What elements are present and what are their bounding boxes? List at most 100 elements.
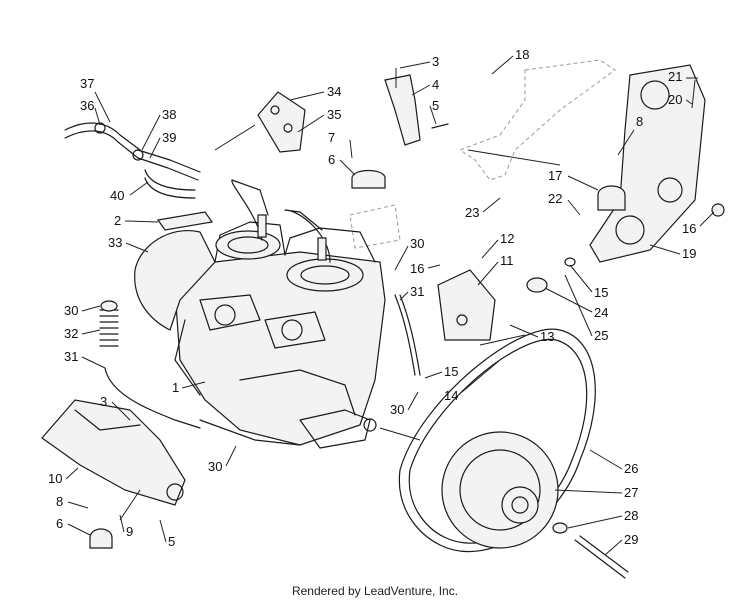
svg-text:32: 32 [64,326,78,341]
svg-text:17: 17 [548,168,562,183]
callout-30b: 30 [64,303,101,318]
svg-text:15: 15 [594,285,608,300]
svg-text:20: 20 [668,92,682,107]
svg-text:26: 26 [624,461,638,476]
callout-26: 26 [589,449,638,476]
callout-28: 28 [567,508,638,529]
callout-30c: 30 [208,445,237,474]
svg-text:15: 15 [444,364,458,379]
svg-text:14: 14 [444,388,458,403]
exhaust-spring [99,294,421,429]
recoil-cover [134,230,216,331]
footer-credit: Rendered by LeadVenture, Inc. [291,584,459,598]
callout-2: 2 [114,213,159,228]
callout-20: 20 [668,92,693,107]
callout-9: 9 [119,514,133,539]
callout-38: 38 [141,107,176,151]
svg-text:25: 25 [594,328,608,343]
callout-22: 22 [548,191,581,216]
svg-text:9: 9 [126,524,133,539]
fuel-hoses [64,122,201,199]
callout-35: 35 [297,107,341,133]
callout-5: 5 [429,98,439,125]
callout-1: 1 [172,380,206,395]
svg-text:4: 4 [432,77,439,92]
svg-text:7: 7 [328,130,335,145]
svg-text:28: 28 [624,508,638,523]
callout-16b: 16 [410,261,441,276]
callout-7: 7 [328,130,335,145]
svg-text:11: 11 [500,253,514,268]
callout-25: 25 [564,274,608,343]
callout-30d: 30 [390,391,419,417]
svg-text:30: 30 [64,303,78,318]
svg-text:37: 37 [80,76,94,91]
svg-text:31: 31 [410,284,424,299]
callout-18: 18 [491,47,529,75]
svg-text:29: 29 [624,532,638,547]
callout-29: 29 [604,532,638,556]
engine-block [174,179,386,449]
svg-text:13: 13 [540,329,554,344]
callout-16: 16 [682,211,715,236]
svg-text:36: 36 [80,98,94,113]
front-bracket [437,269,496,341]
svg-text:38: 38 [162,107,176,122]
svg-text:5: 5 [432,98,439,113]
svg-text:1: 1 [172,380,179,395]
svg-text:30: 30 [410,236,424,251]
svg-text:2: 2 [114,213,121,228]
svg-text:33: 33 [108,235,122,250]
callout-30: 30 [394,236,424,271]
drive-clutch-assembly [398,328,629,579]
callout-40: 40 [110,181,149,203]
callout-37: 37 [80,76,111,123]
drive-mount-plate [589,64,725,263]
svg-text:31: 31 [64,349,78,364]
callout-34: 34 [289,84,341,101]
svg-text:40: 40 [110,188,124,203]
callout-31b: 31 [64,349,106,369]
callout-19: 19 [649,244,696,261]
callout-36: 36 [80,98,101,126]
callout-39: 39 [149,130,176,159]
callout-21: 21 [668,69,698,84]
svg-text:19: 19 [682,246,696,261]
callout-13: 13 [509,324,554,344]
callout-12: 12 [481,231,514,259]
lower-mount-plate [41,399,186,549]
svg-text:18: 18 [515,47,529,62]
svg-text:16: 16 [410,261,424,276]
callout-15b: 15 [424,364,458,379]
svg-text:30: 30 [390,402,404,417]
svg-text:3: 3 [432,54,439,69]
callout-5b: 5 [159,519,175,549]
callout-23: 23 [465,197,501,220]
svg-text:39: 39 [162,130,176,145]
callout-6b: 6 [56,516,91,536]
callout-3b: 3 [100,394,131,421]
callout-4: 4 [411,77,439,96]
svg-text:3: 3 [100,394,107,409]
svg-text:5: 5 [168,534,175,549]
callout-15: 15 [569,264,608,300]
svg-text:21: 21 [668,69,682,84]
gasket [156,211,214,231]
svg-text:8: 8 [56,494,63,509]
svg-text:12: 12 [500,231,514,246]
svg-text:27: 27 [624,485,638,500]
routing-lines [119,124,561,521]
callout-17: 17 [548,168,599,191]
svg-text:22: 22 [548,191,562,206]
svg-text:6: 6 [56,516,63,531]
callout-31: 31 [399,284,424,301]
spacer [526,257,576,293]
callout-32: 32 [64,326,101,341]
callout-14: 14 [444,359,501,403]
svg-text:24: 24 [594,305,608,320]
svg-text:34: 34 [327,84,341,99]
callout-8: 8 [617,114,643,156]
svg-text:8: 8 [636,114,643,129]
svg-text:10: 10 [48,471,62,486]
callout-11: 11 [477,253,514,286]
